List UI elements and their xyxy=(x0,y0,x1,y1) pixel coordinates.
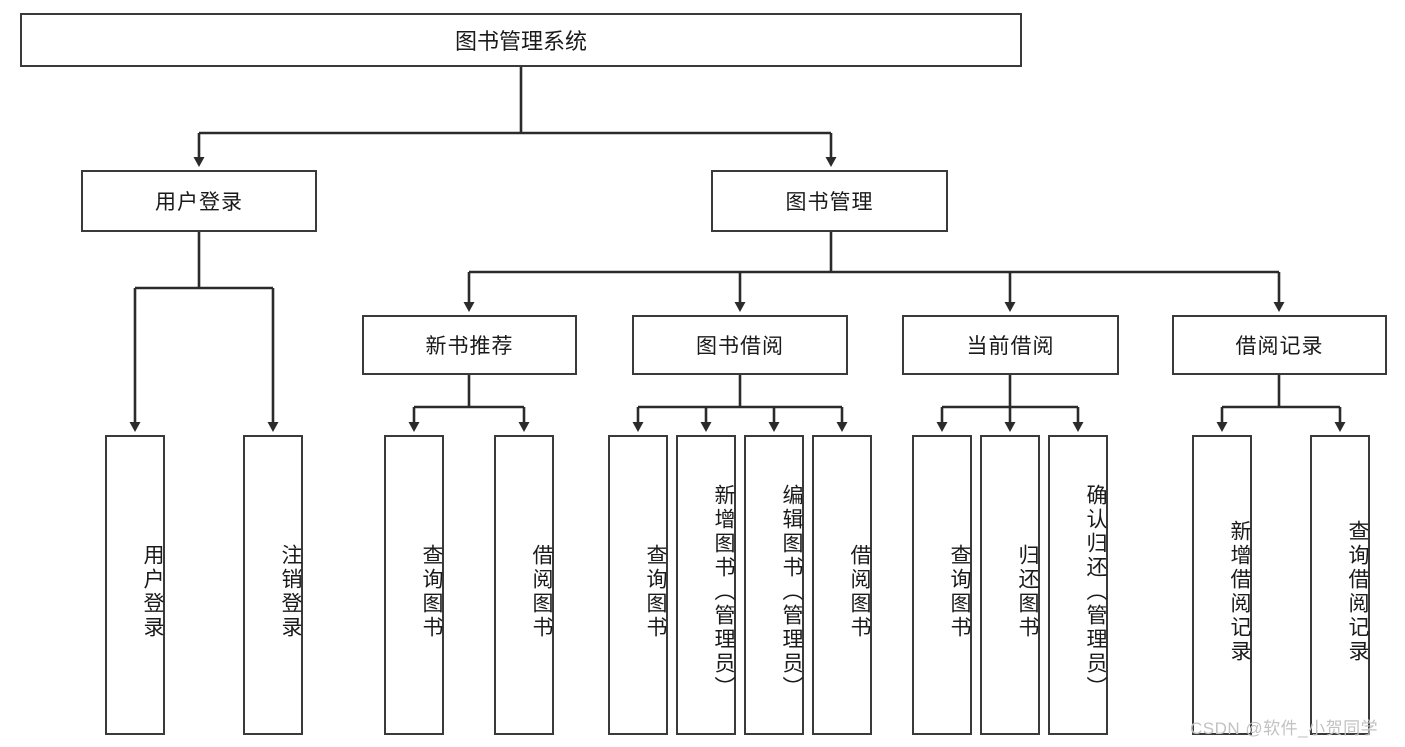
leaf-add-book-label: 新增图书（管理员） xyxy=(712,484,735,700)
leaf-borrow-book-2[interactable]: 借阅图书 xyxy=(812,435,872,735)
node-book-management-label: 图书管理 xyxy=(785,191,874,214)
leaf-user-login-label: 用户登录 xyxy=(141,544,164,640)
leaf-query-record-label: 查询借阅记录 xyxy=(1346,520,1369,664)
node-root[interactable]: 图书管理系统 xyxy=(20,13,1022,67)
leaf-add-book[interactable]: 新增图书（管理员） xyxy=(676,435,736,735)
leaf-query-record[interactable]: 查询借阅记录 xyxy=(1310,435,1370,735)
leaf-query-book-1-label: 查询图书 xyxy=(420,544,443,640)
node-new-book-recommend-label: 新书推荐 xyxy=(425,335,514,358)
leaf-confirm-return[interactable]: 确认归还（管理员） xyxy=(1048,435,1108,735)
leaf-logout[interactable]: 注销登录 xyxy=(243,435,303,735)
csdn-watermark: CSDN @软件_小贺同学 xyxy=(1190,719,1379,738)
node-user-login-label: 用户登录 xyxy=(155,191,243,214)
leaf-logout-label: 注销登录 xyxy=(279,544,302,640)
node-book-management[interactable]: 图书管理 xyxy=(711,170,948,232)
leaf-query-book-2[interactable]: 查询图书 xyxy=(608,435,668,735)
leaf-query-book-3[interactable]: 查询图书 xyxy=(912,435,972,735)
node-current-borrow[interactable]: 当前借阅 xyxy=(902,315,1119,375)
node-new-book-recommend[interactable]: 新书推荐 xyxy=(362,315,577,375)
leaf-query-book-3-label: 查询图书 xyxy=(948,544,971,640)
leaf-borrow-book-1-label: 借阅图书 xyxy=(530,544,553,640)
leaf-borrow-book-1[interactable]: 借阅图书 xyxy=(494,435,554,735)
leaf-return-book-label: 归还图书 xyxy=(1016,544,1039,640)
node-borrow-record-label: 借阅记录 xyxy=(1235,335,1324,358)
node-book-borrow-label: 图书借阅 xyxy=(696,335,784,358)
node-root-label: 图书管理系统 xyxy=(454,29,587,54)
leaf-add-record-label: 新增借阅记录 xyxy=(1228,520,1251,664)
leaf-return-book[interactable]: 归还图书 xyxy=(980,435,1040,735)
node-borrow-record[interactable]: 借阅记录 xyxy=(1172,315,1387,375)
leaf-borrow-book-2-label: 借阅图书 xyxy=(848,544,871,640)
leaf-query-book-1[interactable]: 查询图书 xyxy=(384,435,444,735)
leaf-user-login[interactable]: 用户登录 xyxy=(105,435,165,735)
leaf-confirm-return-label: 确认归还（管理员） xyxy=(1084,484,1107,700)
node-user-login[interactable]: 用户登录 xyxy=(81,170,317,232)
leaf-add-record[interactable]: 新增借阅记录 xyxy=(1192,435,1252,735)
leaf-query-book-2-label: 查询图书 xyxy=(644,544,667,640)
node-current-borrow-label: 当前借阅 xyxy=(966,335,1055,358)
node-book-borrow[interactable]: 图书借阅 xyxy=(632,315,848,375)
leaf-edit-book[interactable]: 编辑图书（管理员） xyxy=(744,435,804,735)
leaf-edit-book-label: 编辑图书（管理员） xyxy=(780,484,803,700)
